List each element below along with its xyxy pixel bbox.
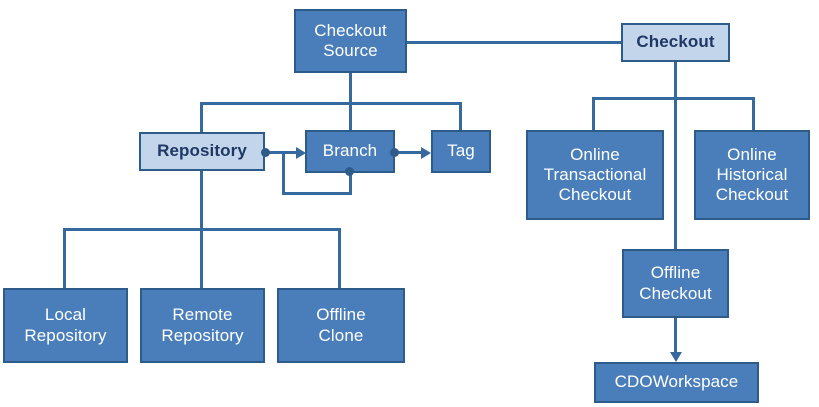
edge-branch-loop-up <box>282 151 285 195</box>
node-checkout-source-label: Checkout Source <box>314 20 387 60</box>
node-cdoworkspace-label: CDOWorkspace <box>614 372 739 392</box>
node-checkout-label: Checkout <box>636 32 715 52</box>
node-repository[interactable]: Repository <box>139 132 265 171</box>
node-offline-clone-label: Offline Clone <box>316 305 366 345</box>
edge-branch-loop-bottom <box>282 192 352 195</box>
node-offline-checkout[interactable]: Offline Checkout <box>622 249 729 318</box>
edge-repository-stem <box>200 169 203 231</box>
node-tag[interactable]: Tag <box>431 130 491 173</box>
node-online-historical-checkout[interactable]: Online Historical Checkout <box>694 130 810 220</box>
edge-bus-to-online-transactional <box>592 97 595 131</box>
edge-branch-loop-down <box>349 171 352 195</box>
edge-bus-to-local-repository <box>63 228 66 289</box>
edge-left-bus <box>200 102 462 105</box>
edge-bus-to-branch <box>349 102 352 132</box>
arrowhead-branch-to-tag <box>421 146 431 159</box>
node-offline-clone[interactable]: Offline Clone <box>277 288 405 363</box>
node-checkout-source[interactable]: Checkout Source <box>294 9 407 73</box>
edge-offline-checkout-to-cdoworkspace <box>674 317 677 355</box>
node-local-repository-label: Local Repository <box>24 305 107 345</box>
node-branch-label: Branch <box>322 141 378 161</box>
node-online-transactional-checkout-label: Online Transactional Checkout <box>543 144 647 205</box>
node-remote-repository[interactable]: Remote Repository <box>140 288 265 363</box>
edge-bus-to-repository <box>200 102 203 135</box>
node-repository-label: Repository <box>157 141 247 161</box>
node-cdoworkspace[interactable]: CDOWorkspace <box>594 362 759 403</box>
edge-bus-to-offline-clone <box>338 228 341 289</box>
edge-checkout-stem <box>674 60 677 250</box>
edge-bus-to-tag <box>459 102 462 132</box>
connector-dot-branch-right <box>390 148 399 157</box>
node-checkout[interactable]: Checkout <box>621 23 730 62</box>
connector-dot-repository-right <box>261 148 270 157</box>
node-local-repository[interactable]: Local Repository <box>3 288 128 363</box>
node-online-transactional-checkout[interactable]: Online Transactional Checkout <box>526 130 664 220</box>
edge-checkout-source-to-checkout <box>405 41 623 44</box>
arrowhead-offline-checkout-to-cdoworkspace <box>669 352 682 362</box>
arrowhead-repository-to-branch <box>296 146 306 159</box>
node-offline-checkout-label: Offline Checkout <box>639 263 712 303</box>
edge-bus-to-online-historical <box>752 97 755 131</box>
edge-right-bus <box>592 97 755 100</box>
edge-bus-to-remote-repository <box>200 228 203 289</box>
connector-dot-branch-bottom <box>345 167 354 176</box>
node-online-historical-checkout-label: Online Historical Checkout <box>715 144 789 205</box>
node-tag-label: Tag <box>447 141 475 161</box>
node-remote-repository-label: Remote Repository <box>161 305 244 345</box>
edge-checkout-source-stem <box>349 71 352 105</box>
edge-branch-to-tag <box>395 151 425 154</box>
